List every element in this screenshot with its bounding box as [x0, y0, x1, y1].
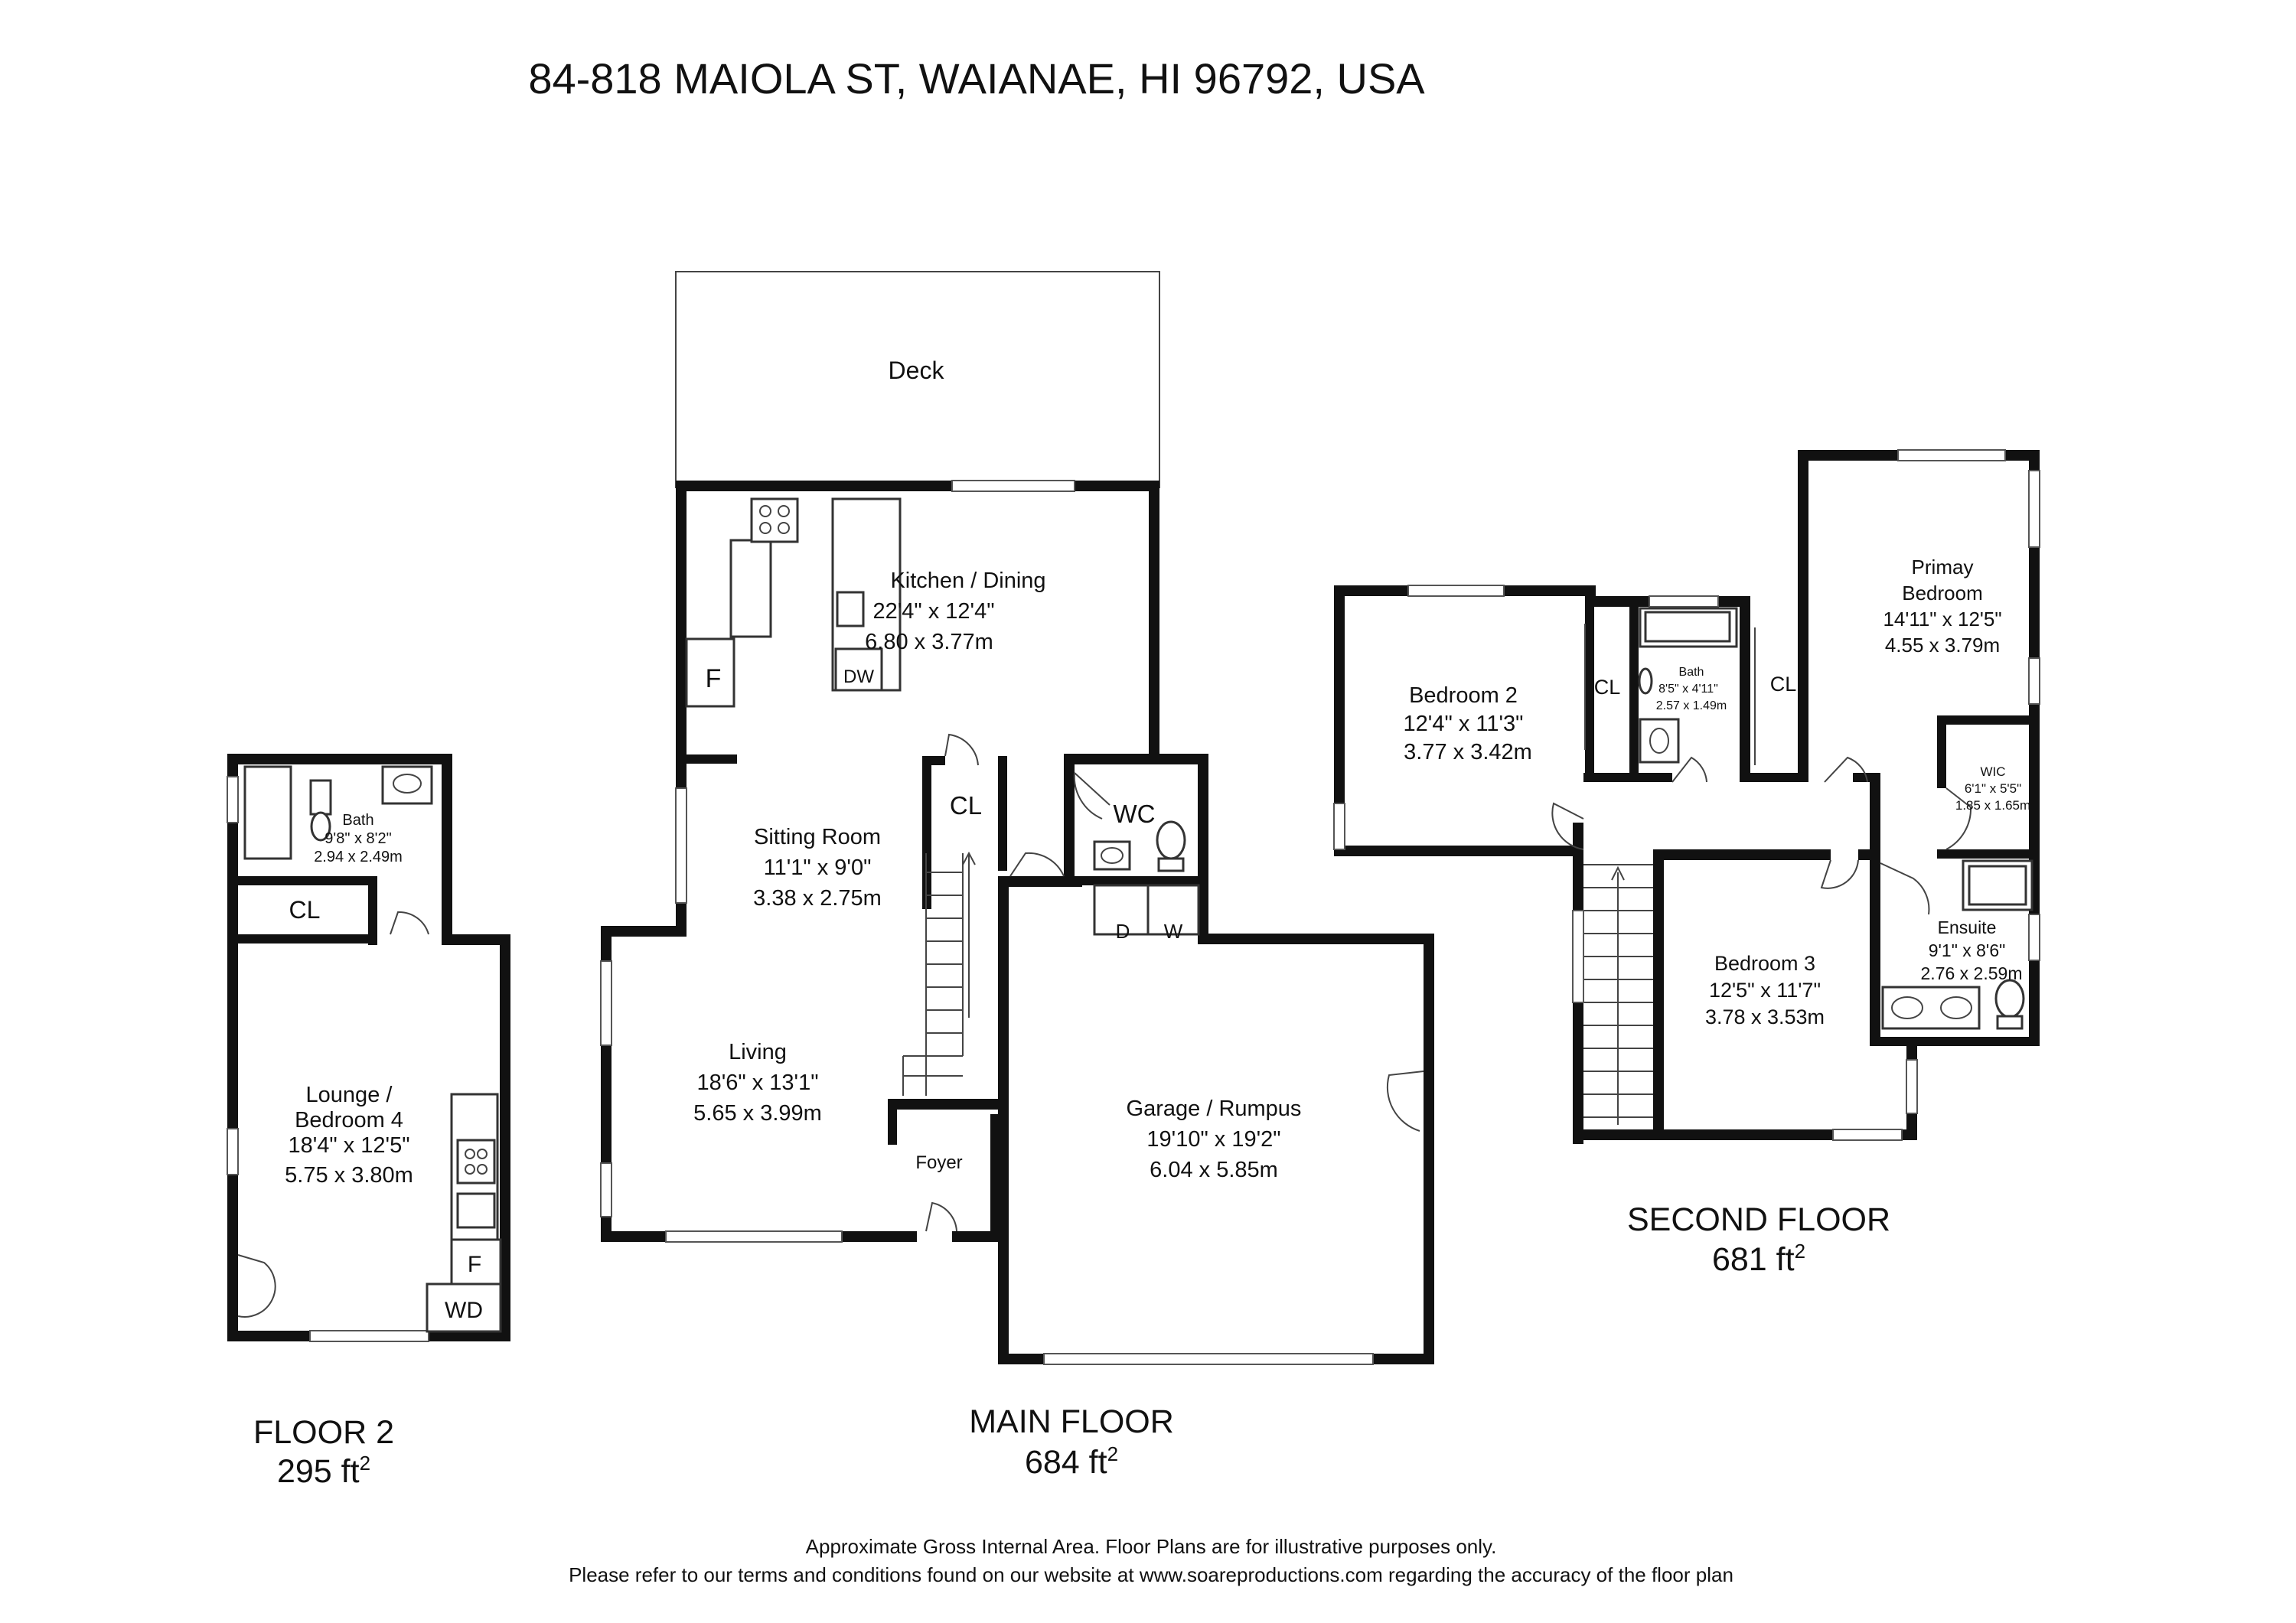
second-floor-area-value: 681 ft	[1712, 1241, 1795, 1278]
floor-2-area: 295 ft2	[277, 1452, 370, 1490]
living-line-1: Living	[729, 1040, 787, 1064]
bedroom-2-line-3: 3.77 x 3.42m	[1404, 740, 1532, 764]
bedroom-2-closet-label: CL	[1594, 676, 1621, 699]
bedroom-3-line-3: 3.78 x 3.53m	[1705, 1005, 1825, 1028]
foyer-label: Foyer	[915, 1152, 962, 1173]
bedroom-3-line-1: Bedroom 3	[1714, 952, 1815, 975]
main-floor-area-value: 684 ft	[1025, 1444, 1107, 1481]
wc-label: WC	[1114, 800, 1156, 828]
washer-label: W	[1164, 920, 1183, 943]
floor-2-lounge-line-4: 5.75 x 3.80m	[285, 1163, 413, 1188]
floor-2-lounge-line-2: Bedroom 4	[295, 1108, 403, 1133]
kitchen-line-3: 6.80 x 3.77m	[865, 630, 993, 654]
sitting-room-line-1: Sitting Room	[754, 825, 881, 849]
primary-bedroom-line-3: 14'11" x 12'5"	[1883, 608, 2001, 631]
ensuite-line-2: 9'1" x 8'6"	[1929, 940, 2006, 960]
floor-2-area-unit-exponent: 2	[360, 1452, 370, 1475]
second-floor-name: SECOND FLOOR	[1627, 1201, 1890, 1238]
bedroom-2-line-2: 12'4" x 11'3"	[1404, 712, 1524, 736]
living-line-3: 5.65 x 3.99m	[693, 1101, 822, 1126]
floor-2-closet-label: CL	[289, 896, 321, 924]
second-bath-line-3: 2.57 x 1.49m	[1656, 699, 1727, 712]
primary-closet-label: CL	[1770, 673, 1797, 696]
floor-2-bath-line-2: 9'8" x 8'2"	[325, 830, 391, 847]
garage-line-2: 19'10" x 19'2"	[1146, 1127, 1280, 1152]
second-floor-area: 681 ft2	[1712, 1240, 1805, 1278]
floor-2-name: FLOOR 2	[253, 1414, 394, 1451]
floor-2-plan	[227, 754, 510, 1342]
floor-2-bath-line-3: 2.94 x 2.49m	[314, 849, 403, 865]
wic-line-1: WIC	[1980, 764, 2005, 779]
second-bath-line-1: Bath	[1679, 666, 1704, 679]
floor-2-fridge-label: F	[468, 1252, 481, 1277]
main-closet-label: CL	[950, 791, 982, 820]
living-line-2: 18'6" x 13'1"	[696, 1071, 818, 1095]
wic-line-2: 6'1" x 5'5"	[1965, 781, 2021, 796]
second-floor-plan	[1333, 449, 2040, 1144]
dishwasher-label: DW	[843, 666, 874, 687]
primary-bedroom-line-4: 4.55 x 3.79m	[1885, 634, 2000, 657]
sitting-room-line-2: 11'1" x 9'0"	[764, 855, 872, 880]
garage-line-1: Garage / Rumpus	[1127, 1097, 1302, 1121]
second-floor-area-unit-exponent: 2	[1795, 1240, 1805, 1263]
main-fridge-label: F	[706, 664, 722, 693]
floor-2-lounge-line-3: 18'4" x 12'5"	[288, 1133, 409, 1158]
bedroom-2-line-1: Bedroom 2	[1409, 683, 1518, 708]
floor-2-bath-line-1: Bath	[342, 812, 373, 829]
main-floor-name: MAIN FLOOR	[969, 1403, 1174, 1440]
deck-label: Deck	[889, 357, 945, 384]
floor-2-lounge-line-1: Lounge /	[306, 1083, 393, 1107]
footer-terms: Please refer to our terms and conditions…	[569, 1563, 1733, 1586]
kitchen-line-2: 22'4" x 12'4"	[872, 599, 994, 624]
ensuite-line-3: 2.76 x 2.59m	[1921, 963, 2023, 983]
main-floor-area: 684 ft2	[1025, 1442, 1118, 1481]
ensuite-line-1: Ensuite	[1938, 917, 1997, 937]
second-bath-line-2: 8'5" x 4'11"	[1658, 683, 1718, 696]
main-floor-plan	[600, 271, 1434, 1365]
main-floor-area-unit-exponent: 2	[1107, 1442, 1118, 1465]
dryer-label: D	[1116, 920, 1130, 943]
floor-2-area-value: 295 ft	[277, 1453, 360, 1490]
page-title: 84-818 MAIOLA ST, WAIANAE, HI 96792, USA	[528, 54, 1425, 103]
sitting-room-line-3: 3.38 x 2.75m	[753, 886, 882, 911]
primary-bedroom-line-1: Primay	[1912, 556, 1974, 578]
bedroom-3-line-2: 12'5" x 11'7"	[1709, 979, 1821, 1002]
primary-bedroom-line-2: Bedroom	[1902, 582, 1983, 605]
wic-line-3: 1.85 x 1.65m	[1955, 798, 2030, 813]
garage-line-3: 6.04 x 5.85m	[1150, 1158, 1278, 1182]
footer-disclaimer: Approximate Gross Internal Area. Floor P…	[806, 1535, 1497, 1558]
floor-2-washer-dryer-label: WD	[445, 1298, 483, 1323]
kitchen-line-1: Kitchen / Dining	[890, 569, 1045, 593]
